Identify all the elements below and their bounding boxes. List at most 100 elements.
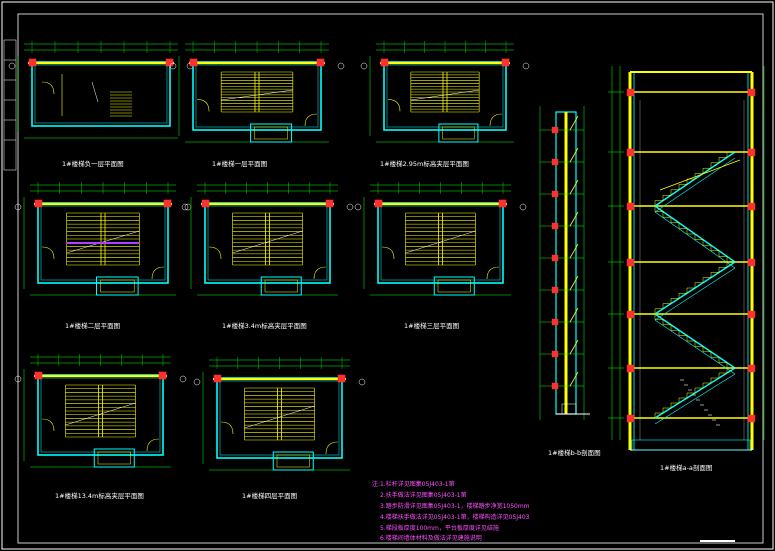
stair-step (662, 211, 671, 218)
axis-bubble (358, 378, 366, 386)
column (325, 199, 334, 208)
general-notes: 注:1.栏杆详见图集05J403-1第 2.扶手做法详见图集05J403-1第 … (372, 480, 530, 542)
stair-flight-soffit (654, 211, 736, 269)
axis-bubble (360, 62, 368, 70)
plan-title: 1#楼梯四层平面图 (242, 491, 297, 500)
landing-wall (96, 276, 139, 296)
stairwell-wall (216, 377, 343, 459)
stair-step (718, 266, 727, 273)
stair-flight (569, 179, 579, 195)
stair-step (662, 407, 671, 413)
stair-step (654, 412, 663, 418)
column (189, 58, 198, 67)
beam (747, 148, 756, 157)
stair-step (670, 189, 679, 196)
column (158, 371, 167, 380)
axis-bubble (346, 203, 354, 211)
stair-step (702, 382, 711, 388)
note-line: 4.楼梯扶手做法详见05J403-1第，楼梯构造详见05J403 (380, 513, 530, 521)
stair-step (718, 357, 727, 363)
break-line (65, 402, 136, 426)
plan-title: 1#楼梯13.4m标高夹层平面图 (55, 491, 144, 500)
stair-step (678, 292, 687, 299)
column (34, 371, 43, 380)
stair-step (694, 341, 703, 347)
stair-step (654, 206, 663, 212)
stair-flight (569, 147, 579, 163)
stair-step (662, 319, 671, 326)
landing-wall (272, 451, 314, 471)
stairwell-wall-inner (207, 205, 328, 281)
stair-step (710, 162, 719, 169)
door-swing (489, 113, 503, 127)
column (316, 58, 325, 67)
door-swing (220, 421, 234, 435)
stair-step (686, 392, 695, 398)
stair-flight (659, 159, 741, 191)
column (163, 199, 172, 208)
landing (437, 279, 471, 293)
footing (561, 403, 577, 415)
floor-plan (14, 354, 187, 468)
beam (551, 222, 559, 230)
stair-step (670, 217, 679, 224)
stair-step (662, 303, 671, 309)
foundation (631, 439, 751, 451)
stair-flight-soffit (654, 267, 736, 321)
column (34, 199, 43, 208)
landing (276, 454, 310, 468)
door-swing (325, 441, 339, 455)
plan-title: 1#楼梯三层平面图 (404, 321, 459, 330)
floor-plan (8, 41, 194, 139)
landing-wall (260, 276, 302, 296)
break-line (405, 230, 476, 254)
door-swing (381, 246, 395, 260)
note-line: 注:1.栏杆详见图集05J403-1第 (372, 480, 455, 488)
beam (626, 88, 635, 97)
stair-step (662, 194, 671, 201)
door-swing (146, 438, 160, 452)
beam (551, 318, 559, 326)
note-line: 6.楼梯间墙体材料及做法详见建施说明 (380, 534, 482, 542)
plan-title: 1#楼梯3.4m标高夹层平面图 (222, 321, 307, 330)
column (498, 199, 507, 208)
stair-step (702, 239, 711, 246)
stairwell-wall (37, 374, 164, 456)
stair-step (710, 272, 719, 278)
beam (747, 414, 756, 423)
stair-step (726, 151, 735, 158)
stair-step (718, 157, 727, 163)
column (165, 58, 174, 67)
floor-plan (354, 182, 527, 296)
axis-bubble (522, 62, 530, 70)
break-line (221, 89, 293, 101)
stairwell-wall-inner (34, 64, 168, 124)
stair-step (718, 372, 727, 378)
beam (551, 286, 559, 294)
beam (551, 158, 559, 166)
stairwell-wall-inner (195, 64, 319, 128)
beam (747, 364, 756, 373)
door-swing (151, 266, 165, 280)
stair-flight (569, 371, 579, 387)
beam (551, 126, 559, 134)
beam (626, 148, 635, 157)
stairwell-wall-inner (40, 377, 161, 453)
landing (442, 126, 475, 140)
landing (97, 451, 131, 465)
floor-plan (193, 357, 366, 471)
door-swing (196, 99, 210, 112)
stair-step (678, 184, 687, 190)
stair-flight (569, 211, 579, 227)
note-line: 5.梯段板厚度100mm，平台板厚度详见结施 (380, 524, 499, 532)
floor-plan (181, 182, 354, 296)
section-title: 1#楼梯a-a剖面图 (660, 463, 712, 472)
beam (747, 310, 756, 319)
column (213, 374, 222, 383)
stair-step (686, 228, 695, 235)
stair-step (710, 377, 719, 383)
landing (264, 279, 298, 293)
axis-bubble (179, 375, 187, 383)
stair-step (726, 261, 735, 268)
stairwell-wall-inner (386, 64, 504, 128)
